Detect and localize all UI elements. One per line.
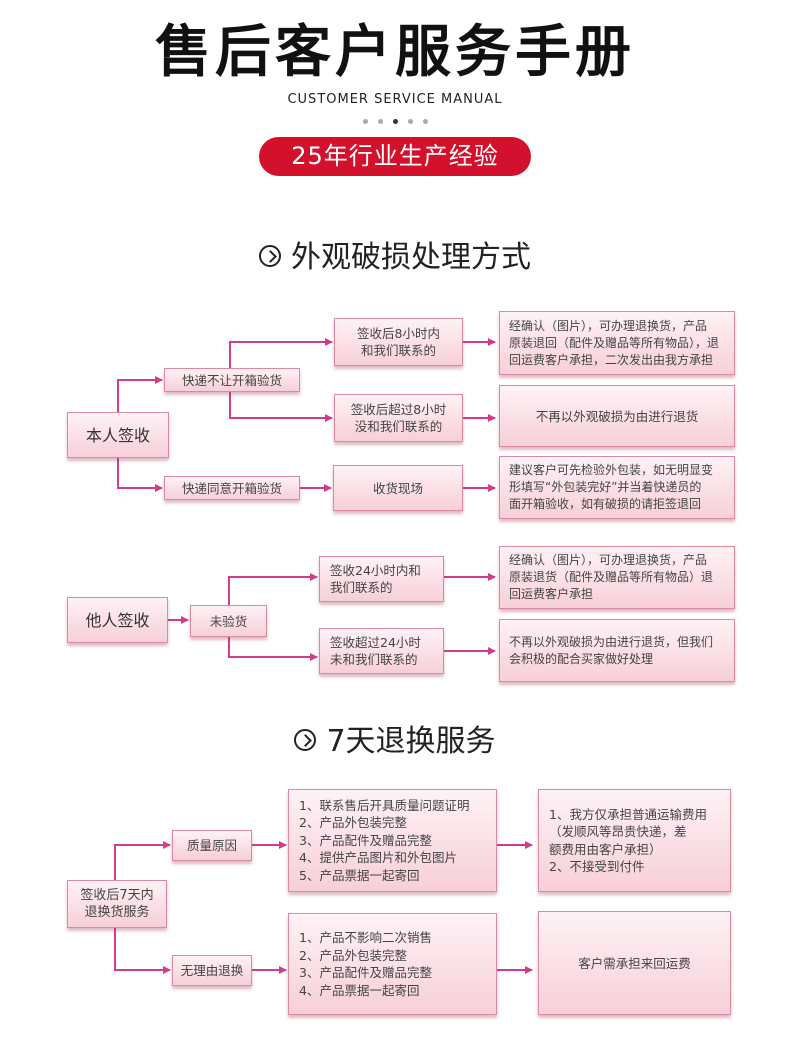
node-quality-reason: 质量原因 <box>172 830 252 861</box>
node-no-reason: 无理由退换 <box>172 955 252 986</box>
dot <box>362 119 368 124</box>
page-title: 售后客户服务手册 <box>155 20 635 85</box>
dot <box>407 119 413 124</box>
dot-active <box>392 119 398 124</box>
section-return-title: 7天退换服务 <box>326 724 496 759</box>
page-subtitle: CUSTOMER SERVICE MANUAL <box>287 92 503 107</box>
node-over-24h: 签收超过24小时 未和我们联系的 <box>319 628 444 674</box>
node-over-8h: 签收后超过8小时 没和我们联系的 <box>334 394 463 442</box>
experience-badge: 25年行业生产经验 <box>259 137 531 176</box>
node-allow-unbox: 快递同意开箱验货 <box>164 476 300 500</box>
node-within-8h: 签收后8小时内 和我们联系的 <box>334 318 463 366</box>
result-noreason: 客户需承担来回运费 <box>538 911 731 1015</box>
list-quality-conditions: 1、联系售后开具质量问题证明 2、产品外包装完整 3、产品配件及赠品完整 4、提… <box>288 789 497 892</box>
node-not-inspected: 未验货 <box>190 605 267 637</box>
result-within-8h: 经确认（图片），可办理退换货，产品 原装退回（配件及赠品等所有物品），退 回运费… <box>499 311 735 375</box>
node-receive-site: 收货现场 <box>333 465 463 511</box>
result-quality: 1、我方仅承担普通运输费用 （发顺风等昂贵快递，差 额费用由客户承担） 2、不接… <box>538 789 731 892</box>
node-7day-service: 签收后7天内 退换货服务 <box>67 880 167 928</box>
dot <box>377 119 383 124</box>
node-within-24h: 签收24小时内和 我们联系的 <box>319 556 444 602</box>
result-over-8h: 不再以外观破损为由进行退货 <box>499 385 735 447</box>
section-damage-heading: 外观破损处理方式 <box>0 238 790 278</box>
node-no-unbox: 快递不让开箱验货 <box>164 368 300 392</box>
chevron-circle-icon <box>294 728 317 751</box>
result-within-24h: 经确认（图片），可办理退换货，产品 原装退货（配件及赠品等所有物品）退 回运费客… <box>499 546 735 609</box>
node-self-sign: 本人签收 <box>67 412 169 458</box>
node-other-sign: 他人签收 <box>67 597 168 643</box>
dot <box>422 119 428 124</box>
pagination-dots <box>0 119 790 124</box>
section-damage-title: 外观破损处理方式 <box>291 240 531 275</box>
section-return-heading: 7天退换服务 <box>0 722 790 762</box>
result-over-24h: 不再以外观破损为由进行退货，但我们 会积极的配合买家做好处理 <box>499 619 735 682</box>
chevron-circle-icon <box>259 244 281 267</box>
result-receive-site: 建议客户可先检验外包装，如无明显变 形填写“外包装完好”并当着快递员的 面开箱验… <box>499 456 735 519</box>
list-noreason-conditions: 1、产品不影响二次销售 2、产品外包装完整 3、产品配件及赠品完整 4、产品票据… <box>288 913 497 1015</box>
